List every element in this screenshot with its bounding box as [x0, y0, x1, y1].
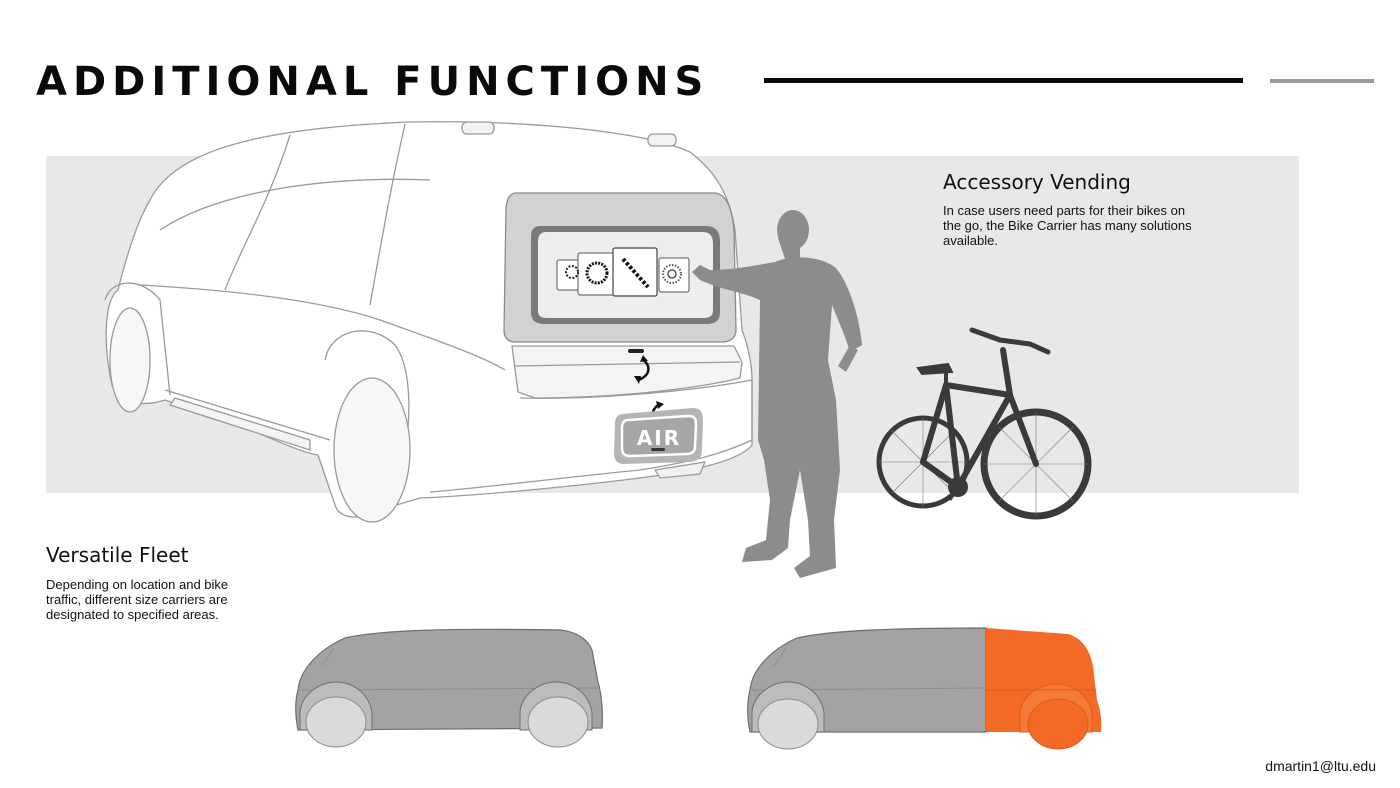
- gear-icon: [565, 265, 579, 279]
- page-title: ADDITIONAL FUNCTIONS: [36, 59, 710, 105]
- title-divider-accent: [1270, 79, 1374, 83]
- air-badge: AIR: [614, 408, 703, 464]
- fleet-van-standard: [295, 628, 603, 748]
- rotate-arrow-icon: [634, 355, 664, 419]
- accessory-vending-description: In case users need parts for their bikes…: [943, 203, 1192, 248]
- person-silhouette: [692, 210, 862, 578]
- title-divider: [764, 78, 1243, 83]
- author-email: dmartin1@ltu.edu: [1265, 758, 1376, 774]
- vending-display[interactable]: [556, 247, 690, 297]
- extension-module-orange: [986, 628, 1102, 750]
- sprocket-icon: [585, 261, 609, 285]
- fleet-van-extended: [747, 627, 1102, 750]
- versatile-fleet-description: Depending on location and bike traffic, …: [46, 577, 229, 622]
- bicycle-illustration: [876, 327, 1092, 520]
- brake-disc-icon: [662, 264, 682, 284]
- chain-icon: [621, 257, 650, 289]
- hatch-handle[interactable]: [628, 349, 644, 353]
- accessory-vending-title: Accessory Vending: [943, 170, 1131, 194]
- versatile-fleet-title: Versatile Fleet: [46, 543, 189, 567]
- air-badge-text: AIR: [637, 426, 681, 450]
